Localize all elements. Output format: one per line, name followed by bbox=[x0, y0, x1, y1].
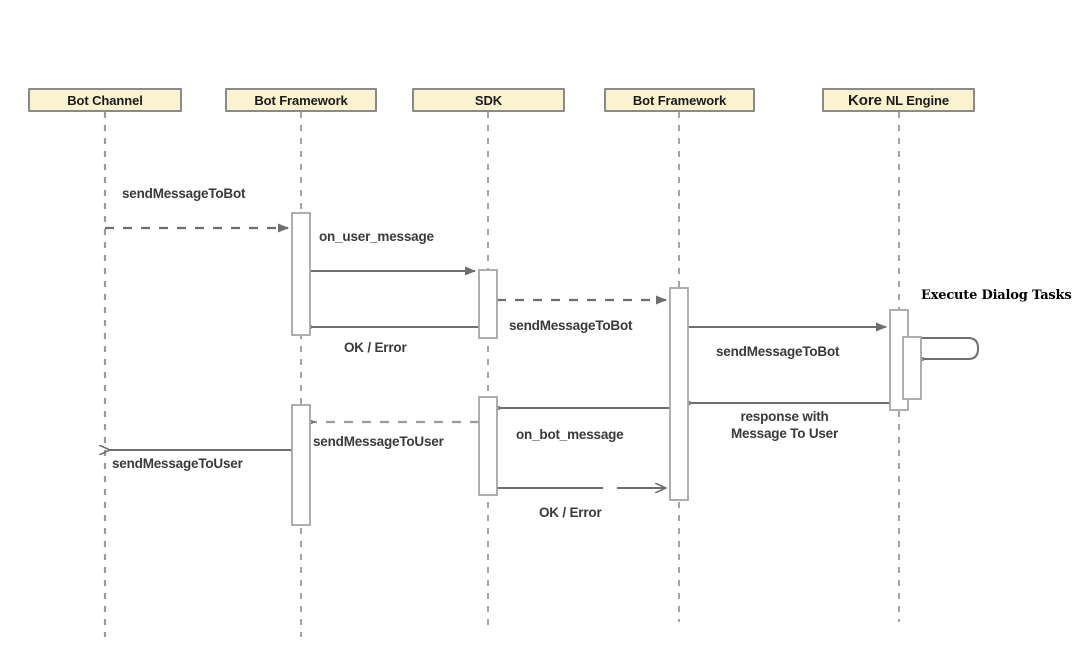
lifelines bbox=[103, 112, 900, 637]
note-label-execute-dialog-tasks: Execute Dialog Tasks bbox=[921, 288, 1072, 303]
message-label-msg-9: sendMessageToUser bbox=[313, 434, 444, 449]
activation-kore-nl-engine-b bbox=[902, 336, 922, 400]
message-label-msg-1: sendMessageToBot bbox=[122, 186, 246, 201]
actor-label-bot-framework-1: Bot Framework bbox=[254, 92, 348, 108]
message-label-msg-5: sendMessageToBot bbox=[716, 344, 840, 359]
message-label-msg-10: sendMessageToUser bbox=[112, 456, 243, 471]
actor-box-kore-nl-engine[interactable]: Kore NL Engine bbox=[822, 88, 975, 112]
message-arrows bbox=[105, 223, 979, 488]
actor-box-bot-channel[interactable]: Bot Channel bbox=[28, 88, 182, 112]
activation-bot-framework-1-b bbox=[291, 404, 311, 526]
activation-sdk-b bbox=[478, 396, 498, 496]
actor-label-bot-channel: Bot Channel bbox=[67, 92, 143, 108]
message-label-msg-7-line-2: Message To User bbox=[731, 425, 839, 441]
message-label-msg-2: on_user_message bbox=[319, 229, 434, 244]
actor-box-bot-framework-1[interactable]: Bot Framework bbox=[225, 88, 377, 112]
actor-box-bot-framework-2[interactable]: Bot Framework bbox=[604, 88, 755, 112]
actor-label-kore-brand: Kore bbox=[848, 91, 882, 109]
message-label-msg-8: on_bot_message bbox=[516, 427, 624, 442]
actor-box-sdk[interactable]: SDK bbox=[412, 88, 565, 112]
message-label-msg-4: sendMessageToBot bbox=[509, 318, 633, 333]
activation-sdk-a bbox=[478, 269, 498, 339]
actor-label-kore-nl-engine: NL Engine bbox=[885, 92, 949, 108]
activation-bot-framework-2-a bbox=[669, 287, 689, 501]
activation-bars bbox=[291, 212, 922, 526]
activation-bot-framework-1-a bbox=[291, 212, 311, 336]
message-label-msg-3: OK / Error bbox=[344, 340, 407, 355]
message-label-msg-7: response with Message To User bbox=[731, 409, 838, 443]
actor-label-sdk: SDK bbox=[474, 92, 503, 108]
message-label-msg-7-line-1: response with bbox=[740, 409, 829, 424]
actor-label-bot-framework-2: Bot Framework bbox=[632, 92, 727, 108]
arrow-msg-6-self-loop bbox=[908, 337, 979, 359]
message-label-msg-11: OK / Error bbox=[539, 505, 602, 520]
